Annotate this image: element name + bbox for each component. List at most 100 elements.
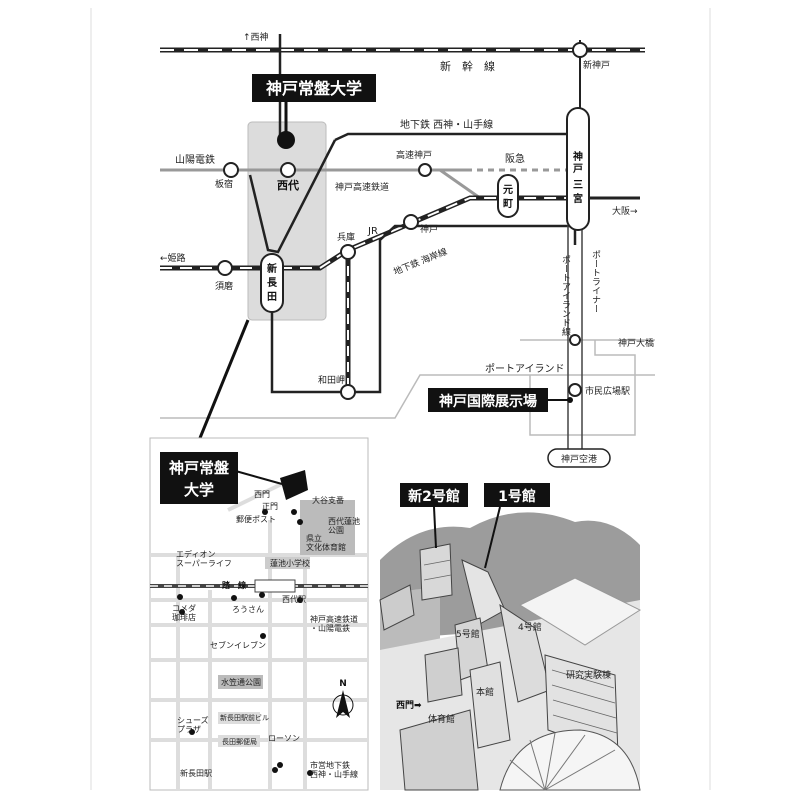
svg-text:正門: 正門 [262,502,278,511]
campus-area [247,121,327,321]
svg-text:地下鉄 西神・山手線: 地下鉄 西神・山手線 [400,118,493,131]
building-gym [399,709,479,791]
svg-text:新神戸: 新神戸 [583,59,610,71]
station-hyogo[interactable] [340,244,356,260]
svg-text:町: 町 [503,198,513,210]
local-map: 神戸常盤 大学 西門 正門 大谷支番 郵便ポスト 西代蓮池公園 県立文化体育館 … [149,437,369,791]
svg-text:↑西神: ↑西神 [243,31,269,43]
svg-text:ポートライナー: ポートライナー [590,250,601,313]
local-title-box [160,452,238,504]
shinnagata-label: 新 長 田 [267,262,278,303]
building-main [469,661,511,749]
svg-text:元: 元 [503,184,513,196]
svg-text:長田郵便局: 長田郵便局 [222,737,257,746]
svg-text:神戸大橋: 神戸大橋 [618,337,654,349]
route-map: 神戸常盤大学 神戸国際展示場 神戸空港 ↑西神 新神戸 板宿 西代 高速神戸 兵… [160,31,655,468]
svg-text:コメダ珈琲店: コメダ珈琲店 [172,603,196,622]
campus-title: 神戸常盤大学 [266,79,362,98]
subway-seishin-line [248,139,337,254]
svg-text:ローソン: ローソン [268,734,300,743]
station-kobe[interactable] [403,214,419,230]
plaza [499,729,641,791]
station-itayado[interactable] [223,162,239,178]
svg-text:4号館: 4号館 [518,621,542,633]
svg-text:踏 線: 踏 線 [222,580,246,590]
station-suma[interactable] [217,260,233,276]
station-kobe-airport[interactable] [547,448,611,468]
svg-text:神戸高速鉄道: 神戸高速鉄道 [335,181,389,193]
label-box-new2 [400,483,468,507]
building-new2 [419,543,453,601]
coast-line [160,374,655,419]
svg-text:宮: 宮 [573,192,583,205]
svg-text:田: 田 [267,291,277,303]
expo-title: 神戸国際展示場 [439,393,537,410]
svg-text:新 幹 線: 新 幹 線 [440,59,495,73]
svg-text:西代: 西代 [277,178,299,192]
svg-text:須磨: 須磨 [215,281,233,292]
svg-text:神戸高速鉄道・山陽電鉄: 神戸高速鉄道・山陽電鉄 [310,614,358,633]
sports-field [518,577,642,646]
station-shinkobe[interactable] [572,42,588,58]
svg-text:市民広場駅: 市民広場駅 [585,385,630,397]
campus-marker-icon[interactable] [277,131,295,149]
mizukasa-block [218,675,263,689]
svg-text:大阪→: 大阪→ [612,205,638,217]
north-arrow-icon: N [332,679,354,718]
svg-text:本館: 本館 [476,686,494,698]
motomachi-label: 元 町 [503,184,513,210]
svg-text:1号館: 1号館 [498,488,536,505]
svg-text:神戸空港: 神戸空港 [561,453,597,465]
svg-text:兵庫: 兵庫 [337,231,355,243]
svg-text:神戸常盤: 神戸常盤 [169,459,230,477]
station-sannomiya[interactable] [566,107,590,231]
campus-illustration: 新2号館 1号館 5号館 4号館 研究実験棟 本館 体育館 西門 ➡ [379,483,642,791]
svg-text:研究実験棟: 研究実験棟 [566,669,611,681]
svg-text:地下鉄 海岸線: 地下鉄 海岸線 [392,245,449,277]
svg-text:ポートアイランド線: ポートアイランド線 [560,255,571,336]
expo-title-box [428,388,548,412]
local-campus-icon[interactable] [280,470,308,500]
svg-text:新長田駅前ビル: 新長田駅前ビル [220,713,269,722]
station-shimin-hiroba[interactable] [568,383,582,397]
label-box-1 [484,483,550,507]
svg-text:戸: 戸 [573,163,583,175]
svg-text:新長田駅: 新長田駅 [180,768,212,778]
station-wadamisaki[interactable] [340,384,356,400]
svg-text:神: 神 [573,150,583,163]
station-motomachi[interactable] [497,174,519,218]
svg-text:高速神戸: 高速神戸 [396,149,432,161]
svg-text:大谷支番: 大谷支番 [312,495,344,505]
svg-text:5号館: 5号館 [456,628,480,640]
svg-text:山陽電鉄: 山陽電鉄 [175,153,215,166]
station-nishidai[interactable] [280,162,296,178]
nishidai-park-block [300,500,355,555]
svg-text:郵便ポスト: 郵便ポスト [236,514,276,524]
svg-text:三: 三 [573,179,583,191]
svg-text:シューズプラザ: シューズプラザ [177,715,209,734]
svg-text:体育館: 体育館 [428,713,455,725]
svg-text:水笠通公園: 水笠通公園 [221,677,261,687]
station-shinnagata[interactable] [260,253,284,313]
west-gate-arrow-icon: ➡ [414,701,422,711]
svg-text:←姫路: ←姫路 [160,252,186,264]
sannomiya-label: 神 戸 三 宮 [573,150,583,205]
svg-text:新: 新 [267,262,277,275]
svg-text:西門: 西門 [254,490,270,499]
svg-text:県立文化体育館: 県立文化体育館 [306,533,346,552]
station-kosoku-kobe[interactable] [418,163,432,177]
svg-text:セブンイレブン: セブンイレブン [210,640,266,650]
svg-text:蓮池小学校: 蓮池小学校 [270,558,310,568]
svg-text:西代蓮池公園: 西代蓮池公園 [328,516,360,535]
svg-text:大学: 大学 [184,481,214,499]
subway-kaigan-line [270,224,575,394]
svg-text:神戸: 神戸 [420,223,438,235]
svg-text:板宿: 板宿 [215,178,233,190]
svg-text:ろうさん: ろうさん [232,605,264,614]
nishidai-station-icon [254,579,296,593]
svg-text:和田岬: 和田岬 [318,375,345,386]
svg-text:阪急: 阪急 [505,152,525,165]
svg-text:長: 長 [267,277,278,289]
